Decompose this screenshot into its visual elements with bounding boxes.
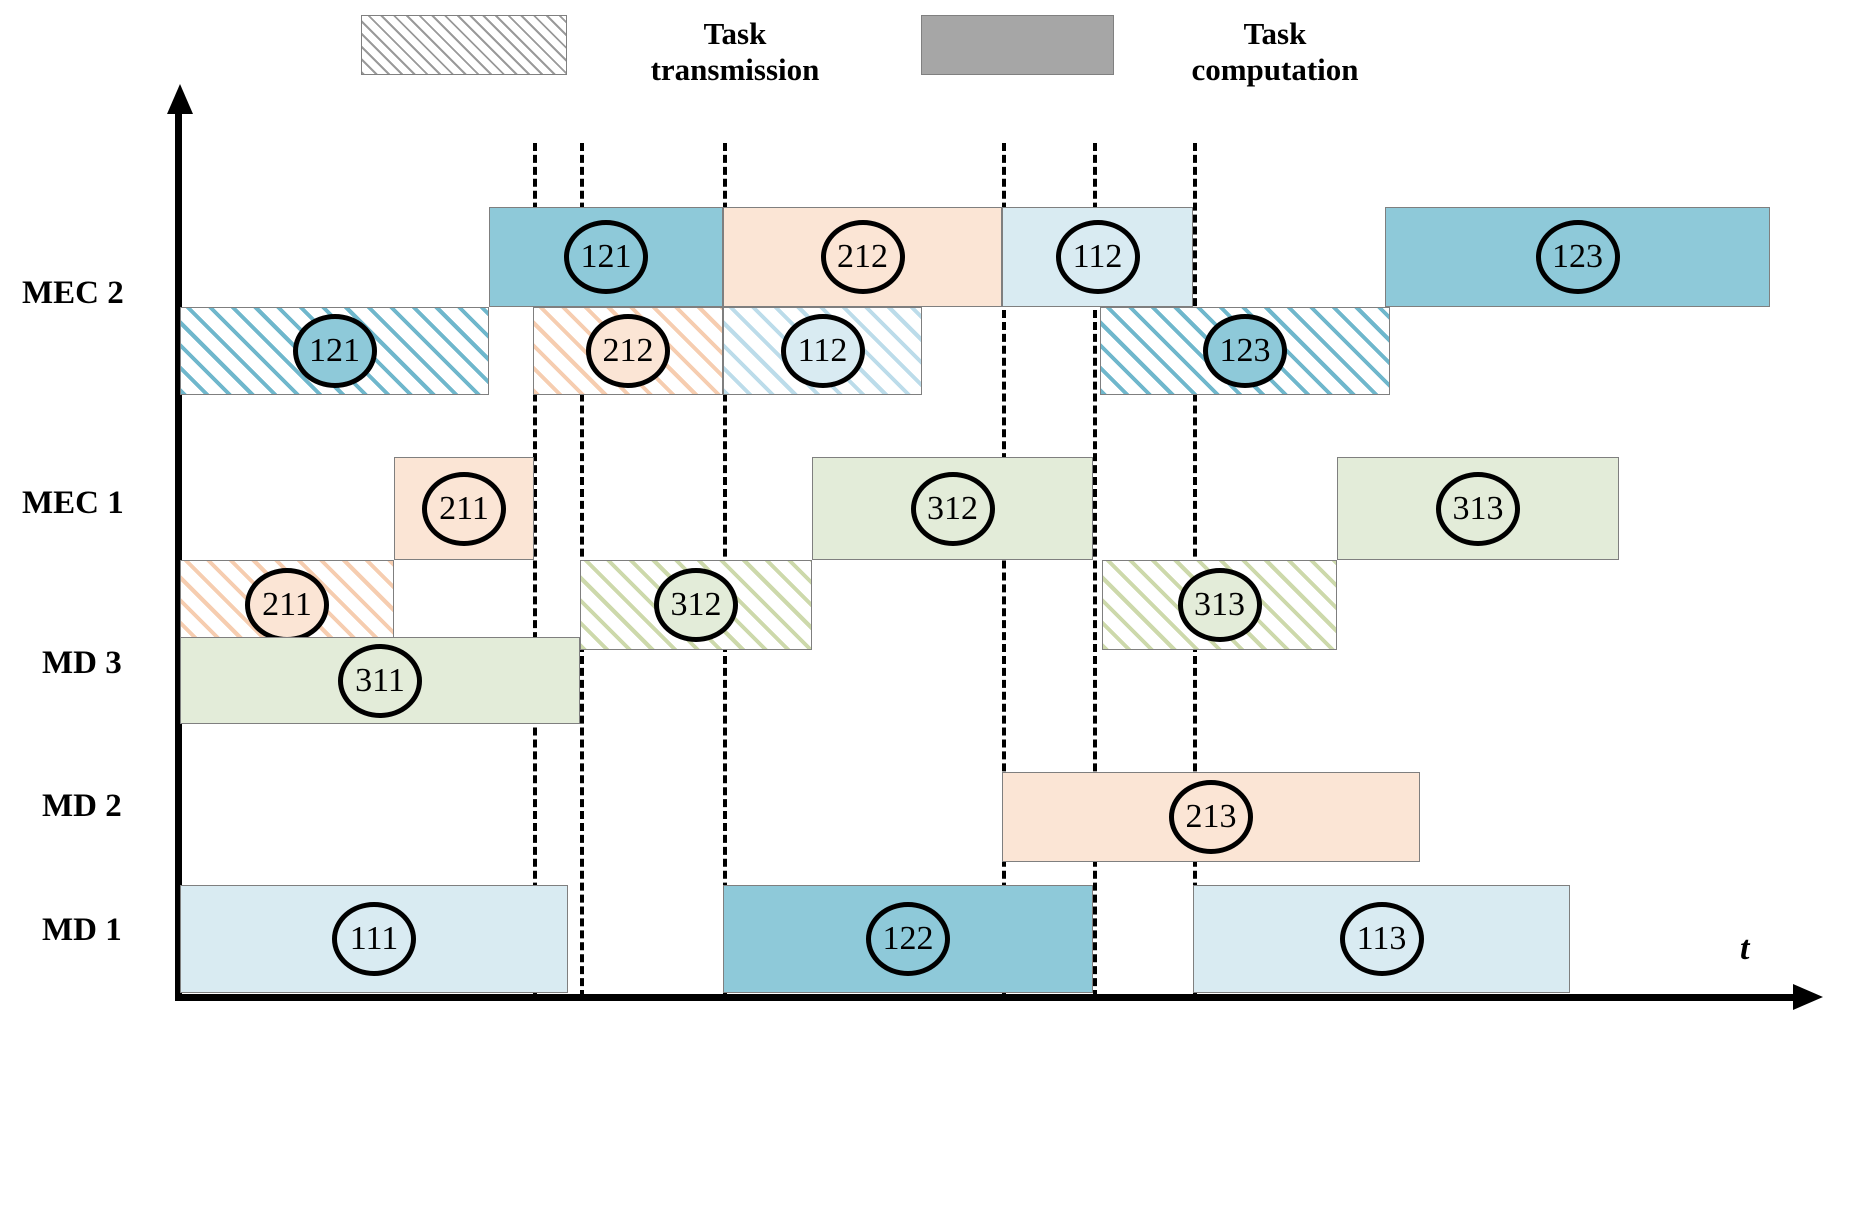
x-axis-arrow-icon bbox=[1793, 984, 1823, 1010]
task-bar-mec2-trans-212[interactable]: 212 bbox=[533, 307, 723, 395]
task-id-badge: 113 bbox=[1339, 902, 1424, 976]
y-axis-line bbox=[175, 110, 182, 1000]
task-id-badge: 211 bbox=[245, 568, 329, 642]
x-axis-label: t bbox=[1740, 930, 1750, 967]
task-id-badge: 213 bbox=[1169, 780, 1253, 854]
task-bar-mec2-comp-112[interactable]: 112 bbox=[1002, 207, 1193, 307]
row-label-md-2: MD 2 bbox=[42, 788, 122, 824]
task-id-badge: 312 bbox=[654, 568, 738, 642]
task-bar-md2-213[interactable]: 213 bbox=[1002, 772, 1420, 862]
task-bar-md1-113[interactable]: 113 bbox=[1193, 885, 1570, 993]
task-bar-mec1-comp-313[interactable]: 313 bbox=[1337, 457, 1619, 560]
task-bar-md1-122[interactable]: 122 bbox=[723, 885, 1093, 993]
legend-label-task-transmission: Task transmission bbox=[600, 16, 870, 88]
task-id-badge: 112 bbox=[780, 314, 865, 388]
task-id-badge: 111 bbox=[332, 902, 416, 976]
task-id-badge: 123 bbox=[1535, 220, 1620, 294]
legend-label-task-computation-line1: Task bbox=[1243, 16, 1307, 51]
task-id-badge: 212 bbox=[586, 314, 670, 388]
legend-label-task-computation: Task computation bbox=[1140, 16, 1410, 88]
legend-swatch-task-transmission bbox=[361, 15, 567, 75]
legend-label-task-transmission-line2: transmission bbox=[650, 52, 820, 87]
task-bar-mec1-trans-313[interactable]: 313 bbox=[1102, 560, 1337, 650]
task-id-badge: 312 bbox=[910, 471, 995, 546]
task-id-badge: 212 bbox=[820, 220, 905, 294]
task-id-badge: 313 bbox=[1436, 471, 1520, 546]
task-bar-mec2-comp-123[interactable]: 123 bbox=[1385, 207, 1770, 307]
row-label-md-3: MD 3 bbox=[42, 645, 122, 681]
task-id-badge: 121 bbox=[564, 220, 648, 294]
task-bar-mec1-comp-211[interactable]: 211 bbox=[394, 457, 534, 560]
task-bar-mec2-trans-121[interactable]: 121 bbox=[180, 307, 489, 395]
task-id-badge: 211 bbox=[422, 471, 506, 546]
task-id-badge: 122 bbox=[866, 902, 950, 976]
legend-label-task-computation-line2: computation bbox=[1191, 52, 1359, 87]
time-marker-5 bbox=[1093, 143, 1097, 998]
row-label-md-1: MD 1 bbox=[42, 912, 122, 948]
time-marker-1 bbox=[533, 143, 537, 998]
y-axis-arrow-icon bbox=[167, 84, 193, 114]
task-bar-mec2-comp-212[interactable]: 212 bbox=[723, 207, 1002, 307]
row-label-mec-2: MEC 2 bbox=[22, 275, 124, 311]
legend-label-task-transmission-line1: Task bbox=[703, 16, 767, 51]
task-bar-mec2-trans-112[interactable]: 112 bbox=[723, 307, 922, 395]
task-id-badge: 313 bbox=[1177, 568, 1262, 642]
legend-swatch-task-computation bbox=[921, 15, 1114, 75]
task-bar-mec2-trans-123[interactable]: 123 bbox=[1100, 307, 1390, 395]
task-bar-mec1-trans-312[interactable]: 312 bbox=[580, 560, 812, 650]
task-id-badge: 112 bbox=[1055, 220, 1140, 294]
task-id-badge: 311 bbox=[338, 643, 422, 718]
row-label-mec-1: MEC 1 bbox=[22, 485, 124, 521]
task-bar-md3-311[interactable]: 311 bbox=[180, 637, 580, 724]
task-bar-md1-111[interactable]: 111 bbox=[180, 885, 568, 993]
task-bar-mec1-trans-211[interactable]: 211 bbox=[180, 560, 394, 650]
time-marker-4 bbox=[1002, 143, 1006, 998]
x-axis-line bbox=[175, 994, 1795, 1001]
task-id-badge: 121 bbox=[292, 314, 377, 388]
task-bar-mec2-comp-121[interactable]: 121 bbox=[489, 207, 723, 307]
task-id-badge: 123 bbox=[1203, 314, 1287, 388]
task-bar-mec1-comp-312[interactable]: 312 bbox=[812, 457, 1093, 560]
